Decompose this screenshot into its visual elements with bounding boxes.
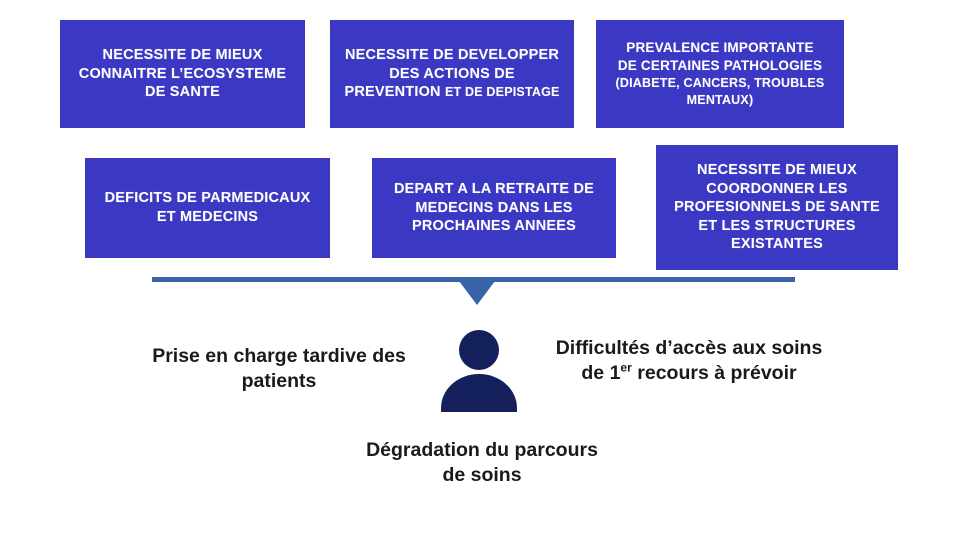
person-body-shape [441,374,517,412]
issue-box-prevalence-pathologies[interactable]: PREVALENCE IMPORTANTE DE CERTAINES PATHO… [596,20,844,128]
connector-down-arrow-icon [459,281,495,305]
issue-box-text-tail: ET DE DEPISTAGE [444,85,560,100]
issue-box-text-tail: (DIABETE, CANCERS, TROUBLES MENTAUX) [615,76,825,108]
issue-box-deficits-paramedicaux[interactable]: DEFICITS DE PARMEDICAUX ET MEDECINS [85,158,330,258]
issue-box-text: PREVALENCE IMPORTANTE DE CERTAINES PATHO… [615,40,825,108]
issue-box-prevention-depistage[interactable]: NECESSITE DE DEVELOPPER DES ACTIONS DE P… [330,20,574,128]
person-head-shape [459,330,499,370]
issue-box-text: NECESSITE DE DEVELOPPER DES ACTIONS DE P… [344,47,560,101]
connector-bar [152,277,795,282]
issue-box-text: NECESSITE DE MIEUX COORDONNER LES PROFES… [674,162,880,253]
consequence-caption-left: Prise en charge tardive des patients [152,345,406,393]
caption-right-part-2: recours à prévoir [631,362,797,385]
issue-box-text: DEFICITS DE PARMEDICAUX ET MEDECINS [104,190,311,225]
issue-box-coordination-professionnels[interactable]: NECESSITE DE MIEUX COORDONNER LES PROFES… [656,145,898,270]
consequence-caption-right: Difficultés d’accès aux soins de 1er rec… [554,336,824,387]
patient-person-icon [440,330,518,412]
issue-box-text: NECESSITE DE MIEUX CONNAITRE L’ECOSYSTEM… [78,47,287,101]
caption-right-part-1: Difficultés d’accès aux soins de 1 [555,337,823,385]
issue-box-ecosysteme-sante[interactable]: NECESSITE DE MIEUX CONNAITRE L’ECOSYSTEM… [60,20,305,128]
issue-box-text: DEPART A LA RETRAITE DE MEDECINS DANS LE… [393,181,595,235]
caption-right-superscript: er [620,360,632,375]
consequence-caption-bottom: Dégradation du parcours de soins [366,439,598,487]
issue-box-depart-retraite[interactable]: DEPART A LA RETRAITE DE MEDECINS DANS LE… [372,158,616,258]
